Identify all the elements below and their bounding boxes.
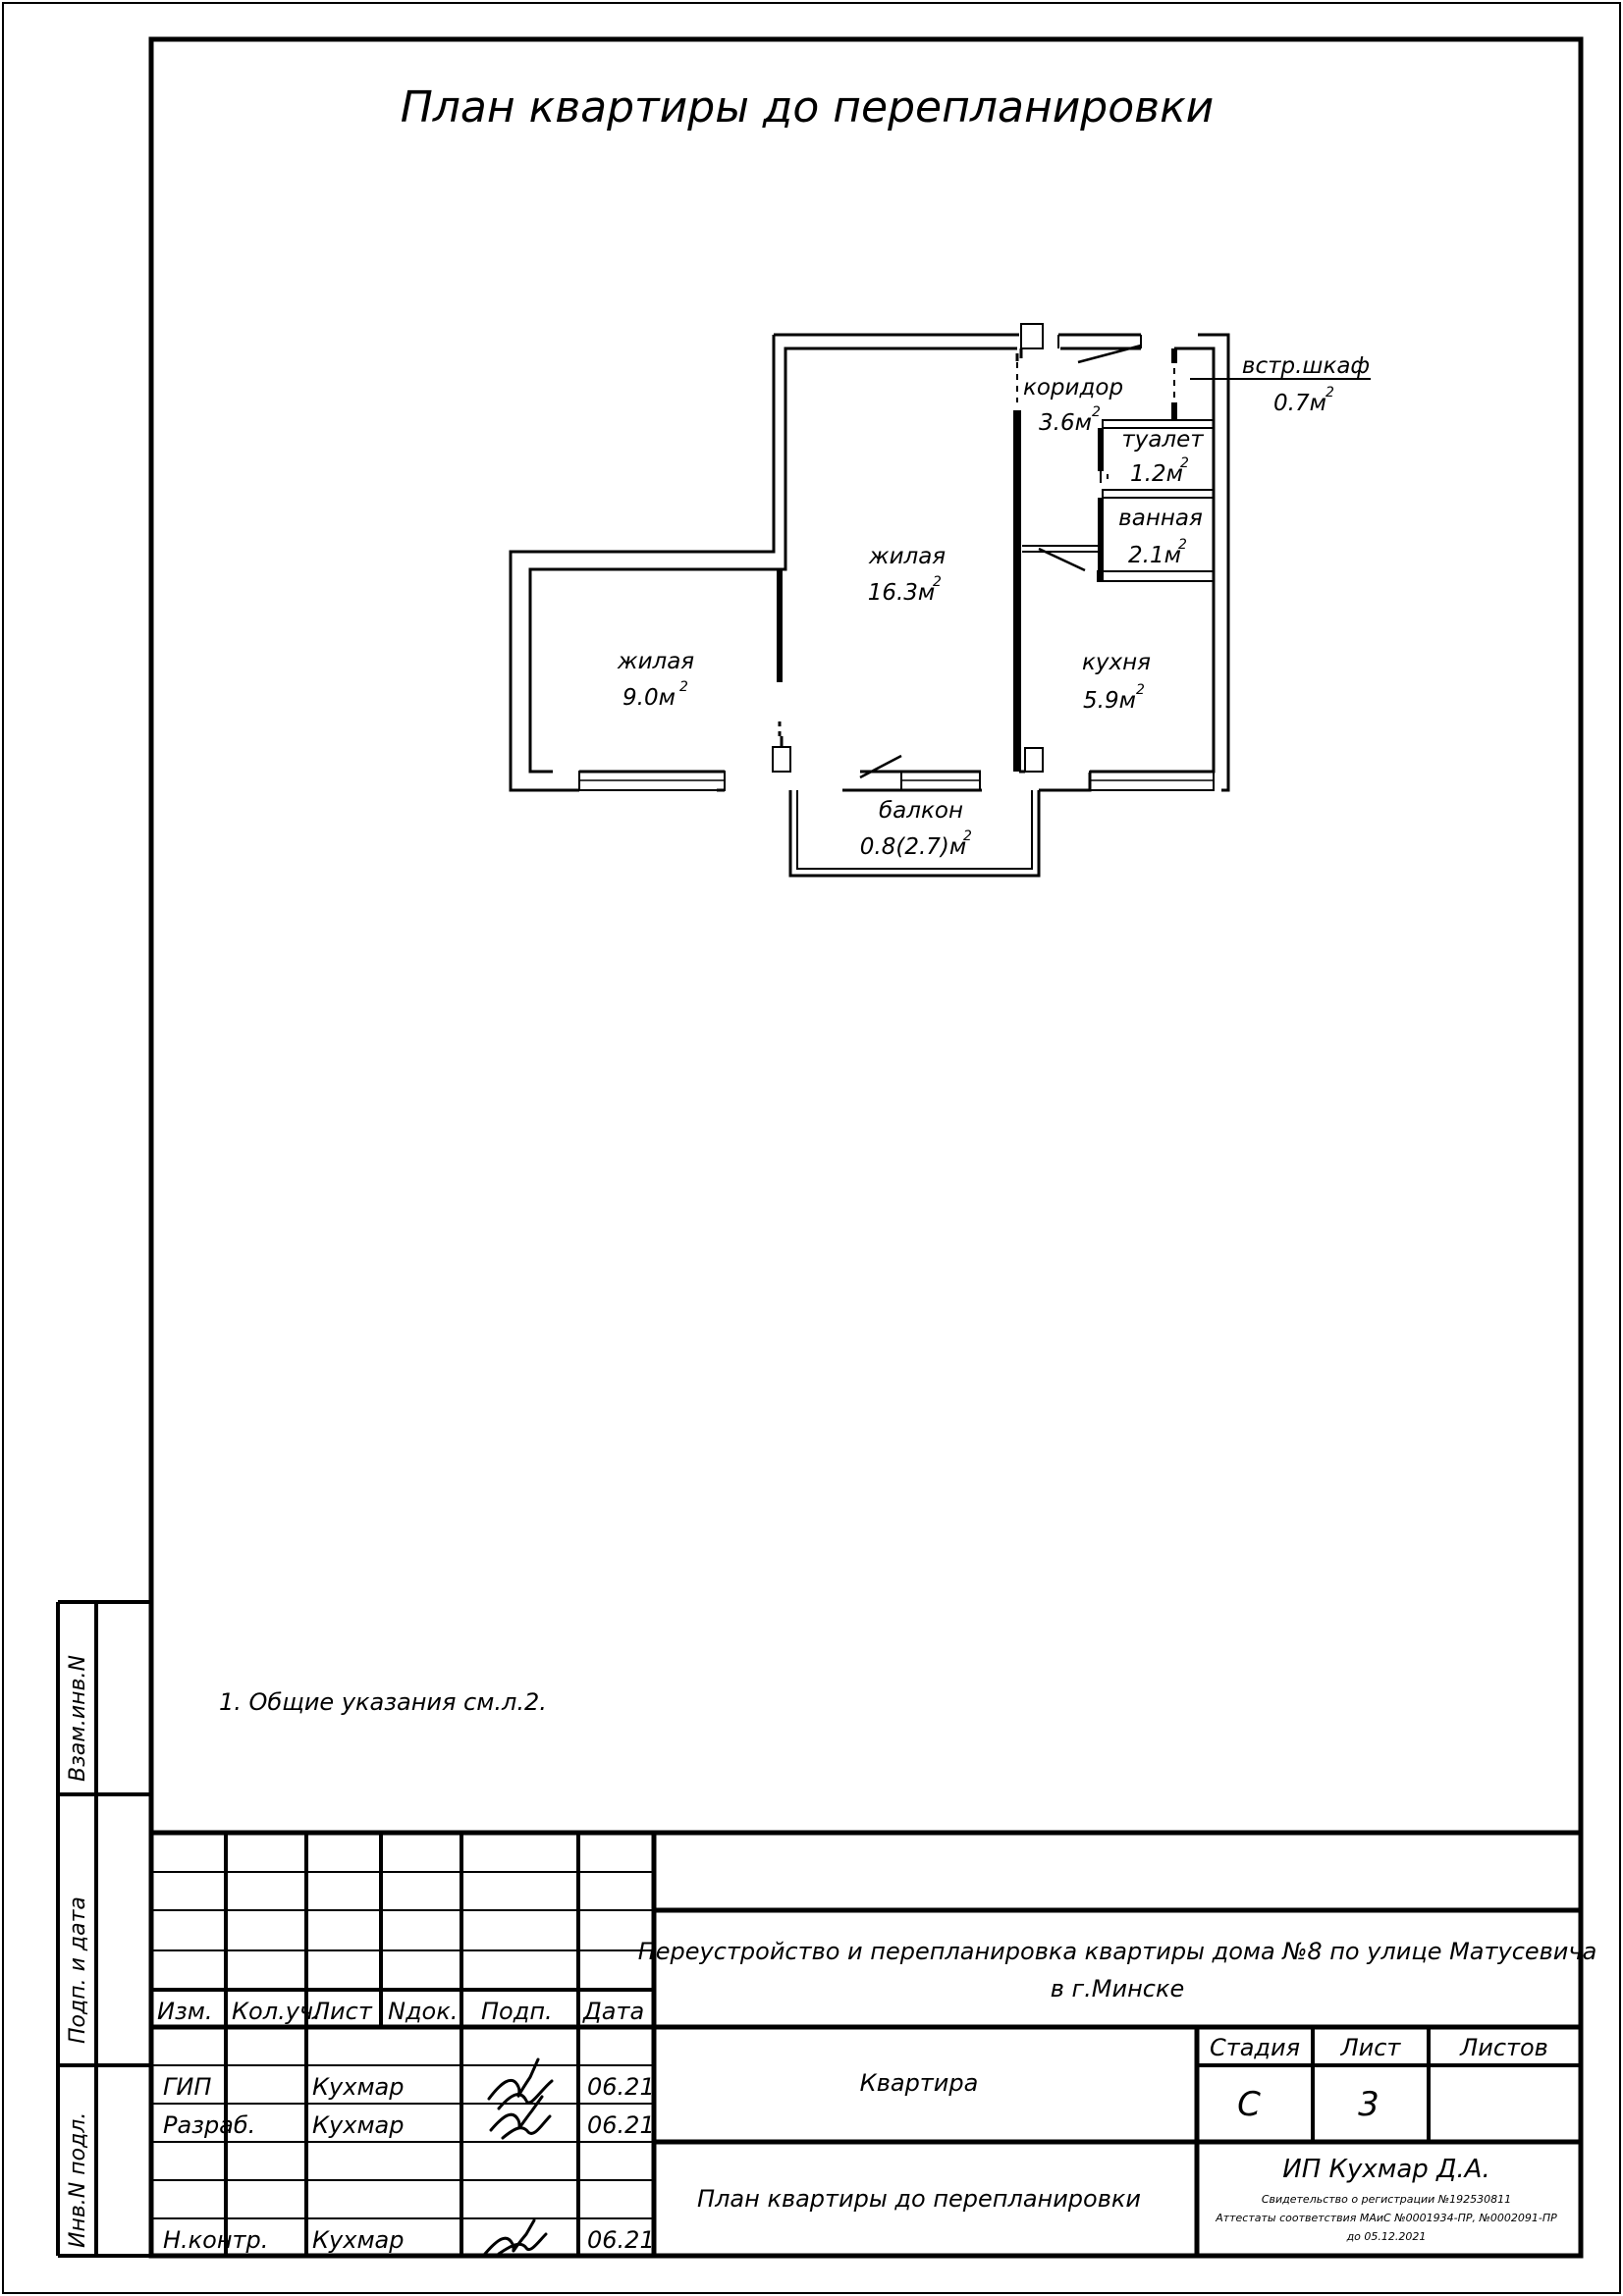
side-stamp-podp: Подп. и дата xyxy=(66,1896,90,2044)
room-area-sup: 2 xyxy=(1136,682,1145,698)
header-list: Лист xyxy=(311,1998,373,2025)
room-name: ванная xyxy=(1118,506,1203,531)
header-izm: Изм. xyxy=(157,1998,212,2025)
room-name: коридор xyxy=(1023,375,1123,400)
room-area: 2.1м xyxy=(1128,543,1181,568)
staff-name: Кухмар xyxy=(312,2226,405,2254)
side-stamp xyxy=(56,1600,151,2258)
sheet-name: План квартиры до перепланировки xyxy=(697,2185,1141,2213)
room-name: встр.шкаф xyxy=(1242,353,1370,379)
staff-date: 06.21 xyxy=(587,2111,655,2139)
room-name: жилая xyxy=(617,649,694,674)
room-name: кухня xyxy=(1082,650,1151,675)
side-stamp-vzam: Взам.инв.N xyxy=(66,1655,90,1782)
room-area-sup: 2 xyxy=(963,828,972,844)
header-kol-uch: Кол.уч. xyxy=(232,1998,321,2025)
staff-date: 06.21 xyxy=(587,2073,655,2101)
drawing-frame xyxy=(148,36,1584,2259)
company-valid: до 05.12.2021 xyxy=(1346,2230,1427,2243)
staff-name: Кухмар xyxy=(312,2073,405,2101)
header-data: Дата xyxy=(582,1998,644,2025)
room-area: 5.9м xyxy=(1083,688,1136,714)
room-area: 16.3м xyxy=(868,580,936,606)
room-area: 3.6м xyxy=(1039,410,1092,436)
signature xyxy=(483,2218,548,2256)
project-location: в г.Минске xyxy=(1051,1975,1184,2002)
sheet-number: 3 xyxy=(1358,2085,1380,2124)
side-stamp-inv: Инв.N подл. xyxy=(66,2112,90,2248)
title-block-grid xyxy=(151,1830,1581,2256)
staff-date: 06.21 xyxy=(587,2226,655,2254)
room-name: балкон xyxy=(879,798,963,824)
room-name: туалет xyxy=(1121,427,1204,453)
staff-role: ГИП xyxy=(163,2073,211,2101)
header-ndok: Nдок. xyxy=(388,1998,458,2025)
room-area-sup: 2 xyxy=(679,679,688,695)
room-area: 0.8(2.7)м xyxy=(860,834,966,860)
sheet-label: Лист xyxy=(1340,2034,1402,2061)
sheet-title: План квартиры до перепланировки xyxy=(401,82,1215,133)
stage-value: С xyxy=(1237,2085,1261,2124)
room-area-sup: 2 xyxy=(1325,385,1334,400)
object-name: Квартира xyxy=(860,2069,979,2097)
staff-role: Н.контр. xyxy=(163,2226,268,2254)
room-area: 9.0м xyxy=(622,685,676,711)
project-title: Переустройство и перепланировка квартиры… xyxy=(638,1938,1597,1965)
staff-role: Разраб. xyxy=(163,2111,255,2139)
signature xyxy=(487,2057,554,2110)
general-note: 1. Общие указания см.л.2. xyxy=(219,1688,547,1716)
room-area-sup: 2 xyxy=(1092,404,1101,420)
stage-label: Стадия xyxy=(1210,2034,1300,2061)
room-area-sup: 2 xyxy=(1178,537,1187,553)
header-podp: Подп. xyxy=(481,1998,553,2025)
sheets-label: Листов xyxy=(1459,2034,1548,2061)
room-area-sup: 2 xyxy=(1180,455,1189,471)
room-area: 0.7м xyxy=(1273,391,1326,416)
staff-name: Кухмар xyxy=(312,2111,405,2139)
room-area: 1.2м xyxy=(1130,461,1183,487)
room-area-sup: 2 xyxy=(933,574,942,590)
room-labels: жилая 9.0м 2 жилая 16.3м 2 коридор 3.6м … xyxy=(617,353,1370,860)
room-name: жилая xyxy=(868,544,946,569)
floor-plan xyxy=(509,323,1371,878)
company-cert: Свидетельство о регистрации №192530811 xyxy=(1262,2193,1511,2206)
company-attest: Аттестаты соответствия МАиС №0001934-ПР,… xyxy=(1215,2212,1557,2224)
signature xyxy=(489,2095,552,2140)
company-name: ИП Кухмар Д.А. xyxy=(1282,2155,1489,2184)
